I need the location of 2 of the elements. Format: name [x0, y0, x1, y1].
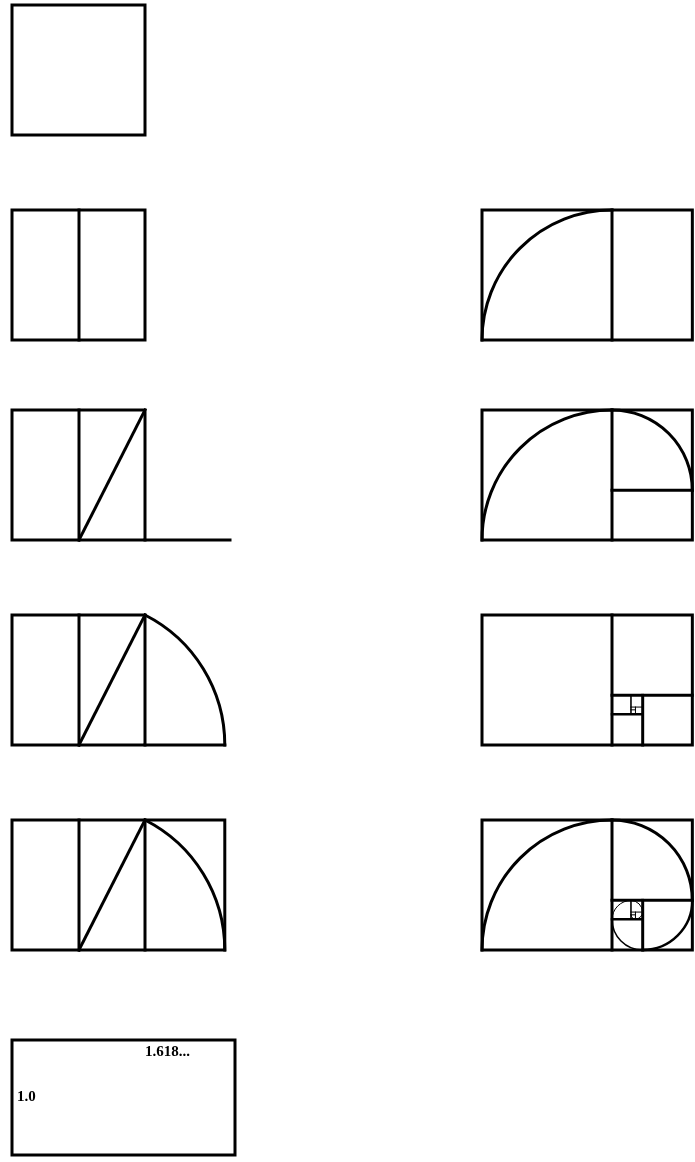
- dimension-label: 1.0: [17, 1088, 36, 1104]
- dimension-label: 1.618...: [145, 1043, 190, 1059]
